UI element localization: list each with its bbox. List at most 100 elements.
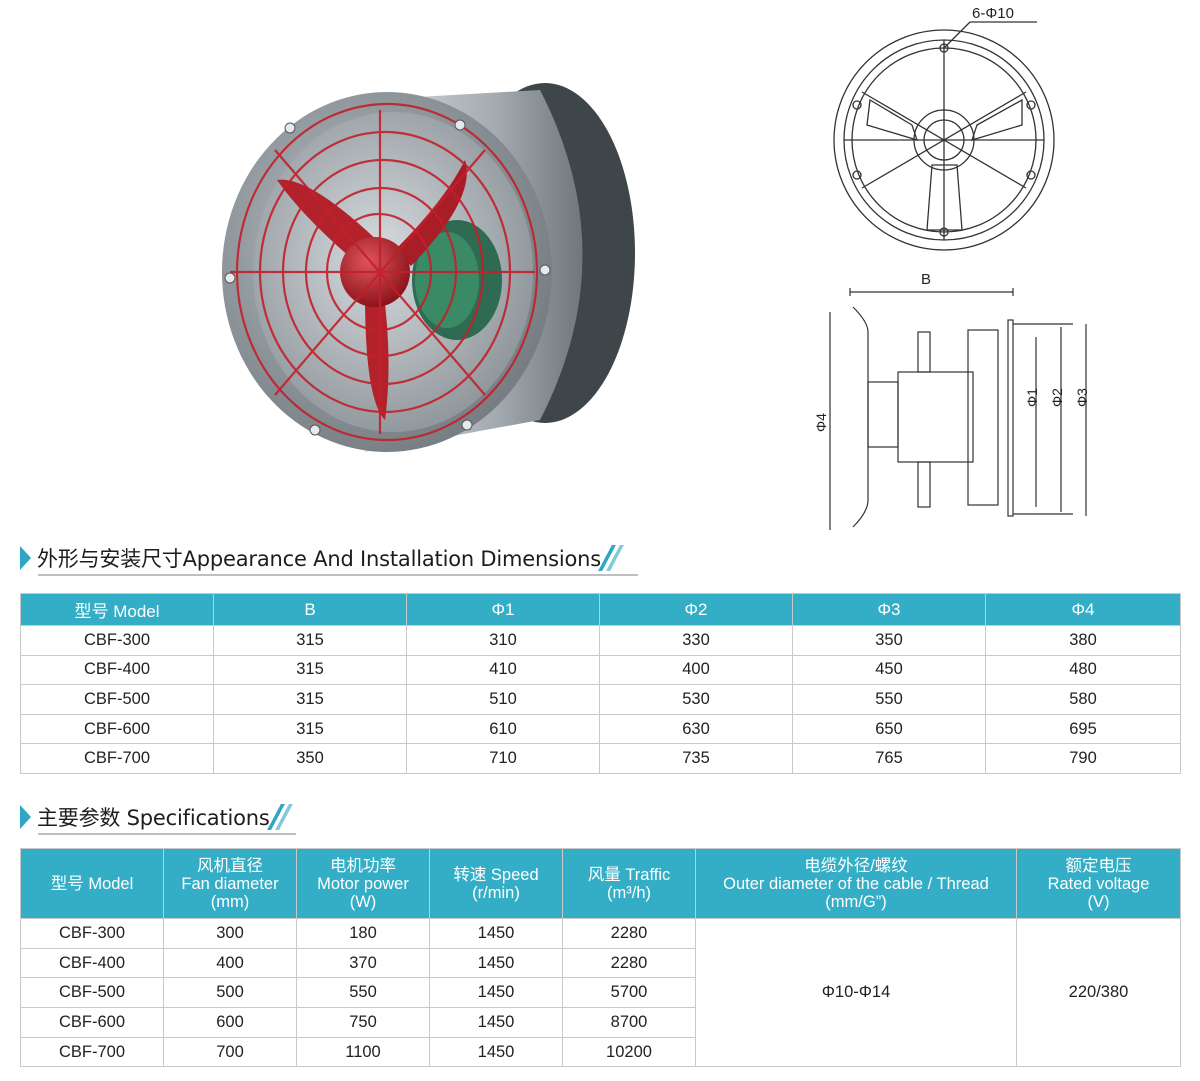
table-cell: 1450 [429, 947, 563, 979]
table-cell: 400 [599, 654, 793, 686]
table-cell: CBF-300 [20, 918, 164, 949]
table-cell: 1450 [429, 977, 563, 1009]
table-cell: 610 [406, 713, 600, 745]
table-cell: CBF-700 [20, 1036, 164, 1068]
table-cell: 315 [213, 625, 407, 656]
table-cell: 2280 [562, 947, 696, 979]
column-header-phi3: Φ3 [792, 593, 986, 626]
table-cell: 1100 [296, 1036, 430, 1068]
specs-section-title: 主要参数 Specifications [37, 806, 270, 830]
table-cell: 765 [792, 743, 986, 774]
table-cell: 2280 [562, 918, 696, 949]
table-cell: 315 [213, 654, 407, 686]
table-row: CBF-500 315 510 530 550 580 [20, 684, 1181, 715]
table-row: CBF-700 350 710 735 765 790 [20, 743, 1181, 774]
table-row: CBF-400 400 370 1450 2280 [20, 947, 1181, 979]
side-view-drawing: B Φ1 Φ2 Φ3 Φ4 [813, 271, 1090, 530]
table-cell: 310 [406, 625, 600, 656]
table-cell: 750 [296, 1007, 430, 1038]
section-divider [38, 833, 296, 835]
table-cell: 1450 [429, 1007, 563, 1038]
table-cell: 550 [296, 977, 430, 1009]
table-row: CBF-700 700 1100 1450 10200 [20, 1036, 1181, 1068]
phi4-label: Φ4 [813, 413, 829, 432]
table-cell: CBF-700 [20, 743, 214, 774]
table-cell: 700 [163, 1036, 297, 1068]
phi3-label: Φ3 [1074, 388, 1090, 407]
table-cell: 8700 [562, 1007, 696, 1038]
hole-label: 6-Φ10 [972, 5, 1014, 22]
table-row: CBF-300 300 180 1450 2280 Φ10-Φ14 220/38… [20, 917, 1181, 1068]
column-header-phi1: Φ1 [406, 593, 600, 626]
table-cell: 600 [163, 1007, 297, 1038]
table-cell: 735 [599, 743, 793, 774]
section-divider [38, 574, 638, 576]
table-cell: 510 [406, 684, 600, 715]
table-cell: 650 [792, 713, 986, 745]
dimensions-section-header: 外形与安装尺寸Appearance And Installation Dimen… [20, 543, 638, 576]
table-cell: 5700 [562, 977, 696, 1009]
table-cell: CBF-600 [20, 713, 214, 745]
table-cell: 370 [296, 947, 430, 979]
table-cell: 550 [792, 684, 986, 715]
table-row: CBF-600 600 750 1450 8700 [20, 1007, 1181, 1038]
table-cell: 400 [163, 947, 297, 979]
column-header-speed: 转速 Speed(r/min) [429, 848, 563, 919]
table-cell: 790 [985, 743, 1181, 774]
table-cell: 1450 [429, 1036, 563, 1068]
table-cell: 350 [213, 743, 407, 774]
table-cell: 630 [599, 713, 793, 745]
table-cell: 180 [296, 918, 430, 949]
table-cell: 480 [985, 654, 1181, 686]
column-header-b: B [213, 593, 407, 626]
cable-value-cell: Φ10-Φ14 [695, 917, 1017, 1068]
column-header-model: 型号 Model [20, 848, 164, 919]
table-cell: 530 [599, 684, 793, 715]
voltage-value-cell: 220/380 [1016, 917, 1181, 1068]
table-row: CBF-300 315 310 330 350 380 [20, 625, 1181, 656]
table-cell: 710 [406, 743, 600, 774]
table-cell: 350 [792, 625, 986, 656]
b-label: B [921, 271, 931, 288]
fan-product-photo [222, 83, 635, 452]
table-cell: 500 [163, 977, 297, 1009]
column-header-model: 型号 Model [20, 593, 214, 626]
column-header-traffic: 风量 Traffic(m³/h) [562, 848, 696, 919]
table-cell: 330 [599, 625, 793, 656]
section-arrow-icon [20, 805, 31, 829]
table-cell: 1450 [429, 918, 563, 949]
table-cell: CBF-500 [20, 977, 164, 1009]
dimensions-table: 型号 Model B Φ1 Φ2 Φ3 Φ4 CBF-300 315 310 3… [20, 593, 1181, 774]
specs-section-header: 主要参数 Specifications [20, 802, 296, 835]
table-cell: CBF-500 [20, 684, 214, 715]
table-cell: 380 [985, 625, 1181, 656]
table-cell: 315 [213, 713, 407, 745]
table-cell: 695 [985, 713, 1181, 745]
table-cell: 300 [163, 918, 297, 949]
table-row: CBF-500 500 550 1450 5700 [20, 977, 1181, 1009]
dimensions-section-title: 外形与安装尺寸Appearance And Installation Dimen… [37, 547, 601, 571]
front-view-drawing: 6-Φ10 [833, 5, 1055, 251]
table-cell: CBF-300 [20, 625, 214, 656]
column-header-phi2: Φ2 [599, 593, 793, 626]
section-arrow-icon [20, 546, 31, 570]
phi1-label: Φ1 [1024, 388, 1040, 407]
table-cell: 410 [406, 654, 600, 686]
phi2-label: Φ2 [1049, 388, 1065, 407]
table-cell: 450 [792, 654, 986, 686]
table-header-row: 型号 Model B Φ1 Φ2 Φ3 Φ4 [20, 593, 1181, 626]
table-cell: CBF-600 [20, 1007, 164, 1038]
table-cell: 10200 [562, 1036, 696, 1068]
table-cell: 580 [985, 684, 1181, 715]
column-header-phi4: Φ4 [985, 593, 1181, 626]
table-cell: CBF-400 [20, 654, 214, 686]
table-row: CBF-600 315 610 630 650 695 [20, 713, 1181, 745]
table-cell: CBF-400 [20, 947, 164, 979]
table-row: CBF-400 315 410 400 450 480 [20, 654, 1181, 686]
